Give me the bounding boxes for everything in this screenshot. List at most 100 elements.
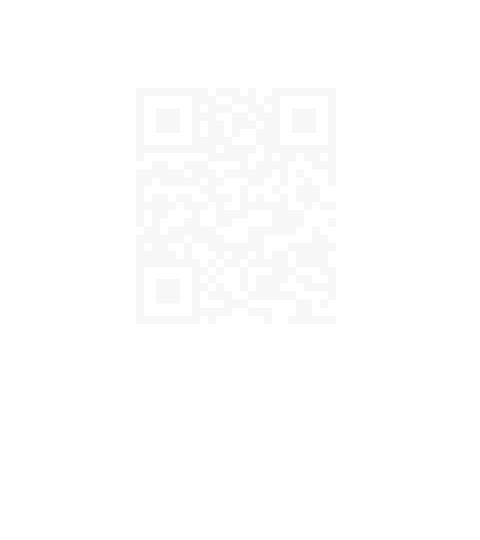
qr-module	[304, 283, 313, 292]
qr-module	[208, 226, 217, 235]
qr-module	[304, 250, 313, 260]
qr-module	[280, 258, 289, 268]
qr-module	[280, 210, 289, 219]
qr-module	[264, 120, 273, 129]
qr-module	[160, 193, 169, 203]
qr-module	[144, 169, 153, 178]
qr-module	[144, 226, 153, 235]
qr-module	[232, 250, 241, 260]
qr-module	[224, 242, 233, 251]
qr-module	[328, 315, 336, 324]
qr-module	[160, 234, 169, 243]
qr-module	[328, 153, 336, 162]
qr-module	[224, 299, 233, 308]
qr-module	[160, 250, 169, 260]
qr-module	[240, 161, 249, 170]
qr-module	[328, 218, 336, 227]
qr-module	[304, 258, 313, 268]
qr-module	[256, 161, 265, 170]
qr-module	[248, 169, 257, 178]
qr-module	[152, 201, 161, 211]
qr-module	[192, 201, 201, 211]
qr-module	[312, 185, 321, 194]
qr-module	[248, 104, 257, 113]
qr-module	[296, 185, 305, 194]
qr-module	[280, 250, 289, 260]
qr-module	[296, 193, 305, 203]
qr-module	[240, 242, 249, 251]
qr-module	[176, 193, 185, 203]
qr-module	[256, 193, 265, 203]
qr-module	[160, 201, 169, 211]
qr-module	[320, 201, 329, 211]
qr-module	[152, 226, 161, 235]
qr-module	[280, 226, 289, 235]
qr-module	[216, 242, 225, 251]
qr-module	[288, 226, 297, 235]
qr-module	[208, 144, 217, 154]
qr-module	[264, 128, 273, 138]
qr-module	[280, 177, 289, 186]
qr-module	[216, 201, 225, 211]
qr-module	[216, 88, 225, 97]
qr-module	[296, 275, 305, 284]
qr-module	[312, 315, 321, 324]
qr-module	[256, 283, 265, 292]
qr-module	[200, 307, 209, 317]
qr-module	[320, 258, 329, 268]
qr-module	[280, 218, 289, 227]
qr-module	[152, 210, 161, 219]
qr-module	[296, 299, 305, 308]
qr-module	[208, 96, 217, 105]
qr-module	[232, 258, 241, 268]
qr-module	[312, 283, 321, 292]
qr-module	[208, 258, 217, 268]
qr-module	[304, 307, 313, 317]
qr-module	[256, 177, 265, 186]
qr-module	[248, 120, 257, 129]
qr-module	[240, 275, 249, 284]
qr-module	[240, 169, 249, 178]
qr-module	[312, 193, 321, 203]
qr-module	[144, 177, 153, 186]
qr-module	[184, 201, 193, 211]
qr-module	[272, 283, 281, 292]
qr-module	[320, 299, 329, 308]
qr-module	[280, 153, 289, 162]
qr-module	[136, 193, 145, 203]
qr-module	[152, 193, 161, 203]
qr-module	[272, 267, 281, 276]
qr-module	[328, 267, 336, 276]
qr-module	[152, 161, 161, 170]
qr-module	[168, 201, 177, 211]
qr-module	[280, 275, 289, 284]
qr-module	[208, 193, 217, 203]
qr-module	[208, 120, 217, 129]
qr-module	[312, 242, 321, 251]
qr-module	[264, 169, 273, 178]
qr-module	[208, 104, 217, 113]
qr-module	[272, 250, 281, 260]
qr-module	[304, 177, 313, 186]
qr-finder-pattern	[272, 88, 336, 154]
qr-module	[280, 169, 289, 178]
qr-module	[304, 315, 313, 324]
qr-module	[304, 275, 313, 284]
qr-module	[256, 226, 265, 235]
qr-module	[224, 218, 233, 227]
qr-module	[232, 153, 241, 162]
qr-module	[312, 258, 321, 268]
qr-module	[208, 128, 217, 138]
qr-module	[192, 161, 201, 170]
qr-module	[208, 291, 217, 300]
qr-module	[248, 234, 257, 243]
qr-module	[240, 283, 249, 292]
qr-module	[272, 201, 281, 211]
qr-module	[200, 201, 209, 211]
qr-module	[320, 242, 329, 251]
qr-module	[216, 250, 225, 260]
qr-module	[288, 153, 297, 162]
qr-module	[224, 136, 233, 146]
qr-module	[256, 169, 265, 178]
qr-module	[248, 88, 257, 97]
